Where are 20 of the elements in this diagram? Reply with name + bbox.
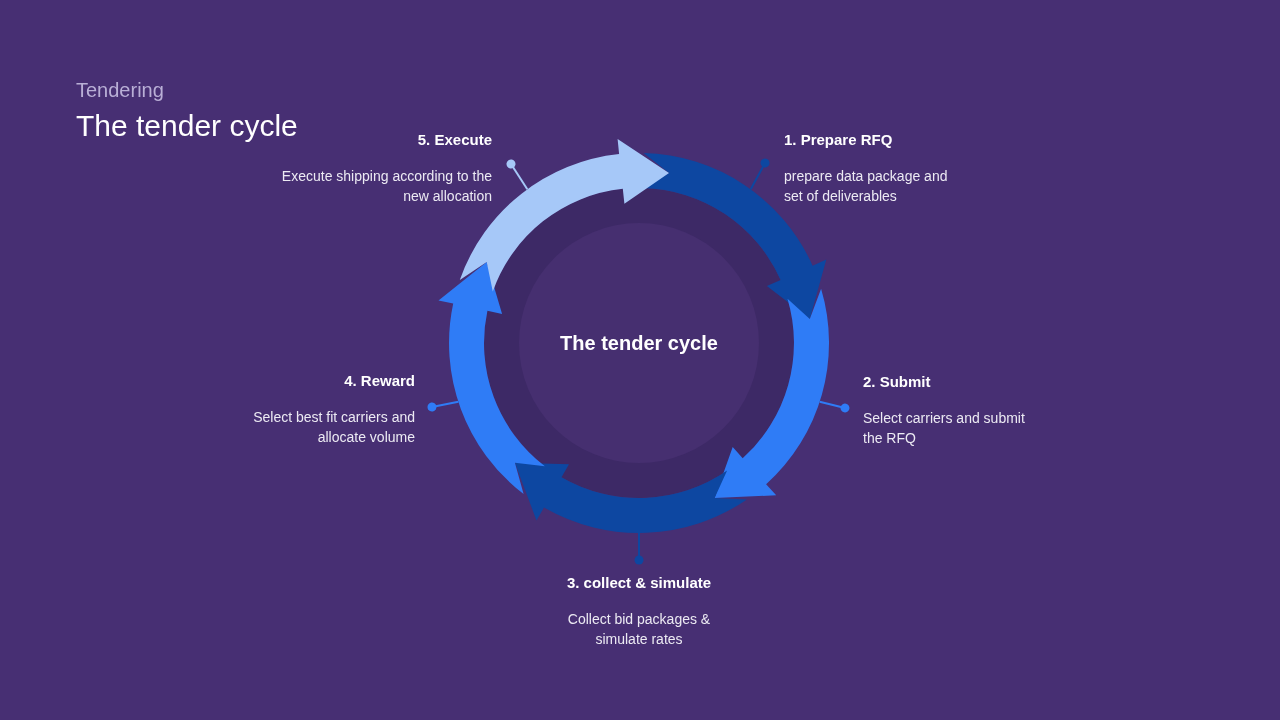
step-heading: 3. collect & simulate [566,573,712,593]
cycle-arrow-segment [438,262,545,494]
center-title: The tender cycle [560,331,718,355]
slide-title: The tender cycle [76,109,298,143]
leader-line [506,159,529,191]
leader-line [818,400,850,413]
step-heading: 4. Reward [344,371,415,391]
step-description: Collect bid packages & simulate rates [566,610,712,649]
leader-line [749,158,770,191]
cycle-arrow-segment [514,462,747,533]
leader-line [427,400,460,412]
leader-line [634,532,644,565]
step-heading: 1. Prepare RFQ [784,130,893,150]
step-description: Select carriers and submit the RFQ [863,409,1026,448]
step-description: Execute shipping according to the new allocation [280,167,492,206]
step-description: Select best fit carriers and allocate volume [252,408,415,447]
step-heading: 5. Execute [417,130,492,150]
step-heading: 2. Submit [863,372,931,392]
section-label: Tendering [76,79,164,102]
step-description: prepare data package and set of deliverables [784,167,949,206]
